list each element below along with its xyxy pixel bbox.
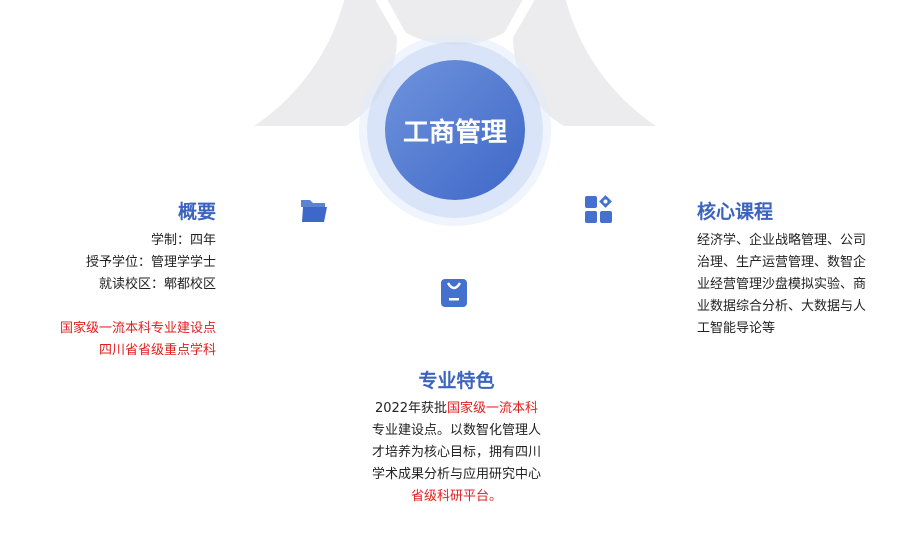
features-highlight: 省级科研平台。 [410, 489, 502, 504]
features-highlight: 国家级一流本科 [447, 401, 539, 416]
folder-icon [301, 200, 327, 222]
courses-line: 业经营管理沙盘模拟实验、商 [697, 277, 867, 292]
sector-courses [505, 0, 674, 134]
courses-line: 治理、生产运营管理、数智企 [697, 255, 867, 270]
overview-highlight: 四川省省级重点学科 [98, 343, 216, 358]
center-title-circle: 工商管理 [385, 60, 525, 200]
features-text: 2022年获批国家级一流本科 专业建设点。以数智化管理人 才培养为核心目标，拥有… [0, 398, 913, 508]
courses-line: 经济学、企业战略管理、公司 [697, 233, 867, 248]
bag-icon [441, 279, 467, 307]
features-line: 才培养为核心目标，拥有四川 [371, 445, 541, 460]
overview-title: 概要 [177, 201, 216, 223]
sector-overview [236, 0, 405, 134]
features-line: 学术成果分析与应用研究中心 [371, 467, 541, 482]
apps-icon [585, 195, 612, 223]
center-title: 工商管理 [402, 117, 507, 148]
overview-line: 就读校区：郫都校区 [98, 277, 216, 292]
sector-features [378, 0, 532, 54]
courses-line: 业数据综合分析、大数据与人 [697, 299, 867, 314]
overview-line: 授予学位：管理学学士 [85, 255, 216, 270]
overview-line: 学制：四年 [150, 233, 216, 248]
features-title: 专业特色 [418, 370, 495, 392]
courses-title: 核心课程 [697, 201, 774, 223]
courses-text: 经济学、企业战略管理、公司 治理、生产运营管理、数智企 业经营管理沙盘模拟实验、… [697, 230, 866, 340]
overview-highlight: 国家级一流本科专业建设点 [59, 321, 216, 336]
features-year: 2022年获批 [374, 401, 448, 416]
courses-line: 工智能导论等 [697, 321, 776, 336]
features-line: 专业建设点。以数智化管理人 [371, 423, 541, 438]
overview-text: 学制：四年 授予学位：管理学学士 就读校区：郫都校区 国家级一流本科专业建设点 … [60, 230, 216, 362]
